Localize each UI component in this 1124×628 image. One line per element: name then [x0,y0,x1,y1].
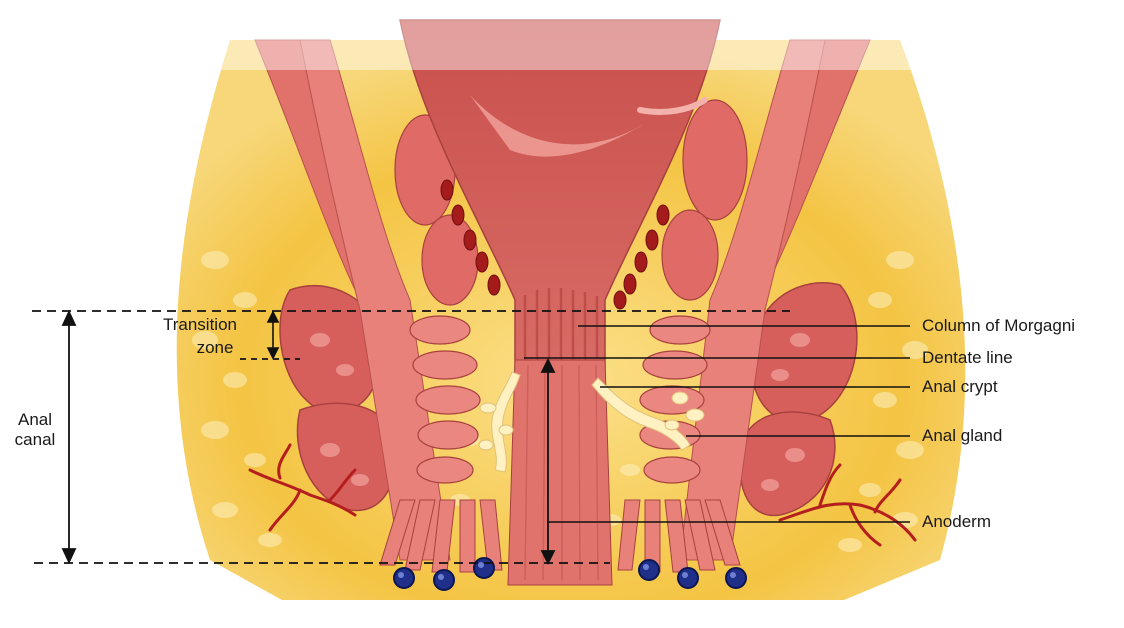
rectal-fold-right [637,97,708,115]
label-column-of-morgagni: Column of Morgagni [922,316,1076,335]
anal-gland-right [591,377,705,451]
top-fade [0,0,1124,70]
transition-zone-arrow [266,310,280,360]
label-transition-zone-line2: zone [196,338,234,357]
anoderm-surface [507,359,613,586]
anoderm-striations [524,364,599,581]
internal-sphincter-right [661,99,748,301]
lower-muscle-fingers-right [617,499,741,573]
label-anoderm: Anoderm [922,512,991,531]
external-sphincter-superficial-left [296,402,397,512]
bottom-fade [0,600,1124,628]
external-sphincter-deep-left [279,284,382,413]
anoderm-span-arrow [540,357,556,566]
columns-of-morgagni [523,288,599,364]
label-anal-crypt: Anal crypt [922,377,998,396]
lower-muscle-fingers-left [379,499,503,573]
muscle-lobule-highlights [310,333,810,491]
label-anal-gland: Anal gland [922,426,1003,445]
perianal-artery-left [248,443,357,532]
rectal-fold [470,95,650,157]
fat-lobules [192,251,928,552]
rectal-wall-left [299,39,451,561]
anal-canal-arrow [61,309,77,565]
anal-gland-left [478,371,521,473]
label-transition-zone-line1: Transition [162,315,237,334]
anal-cushions-left [409,315,481,484]
vein-highlights [398,562,736,580]
perianal-artery-right [778,463,917,547]
rectal-vessels-left [440,179,501,296]
external-sphincter-superficial-right [739,411,836,517]
label-dentate-line: Dentate line [922,348,1013,367]
label-anal-canal-line1: Anal [17,410,53,429]
label-anal-canal-line2: canal [14,430,56,449]
rectal-vessels-right [613,204,670,310]
